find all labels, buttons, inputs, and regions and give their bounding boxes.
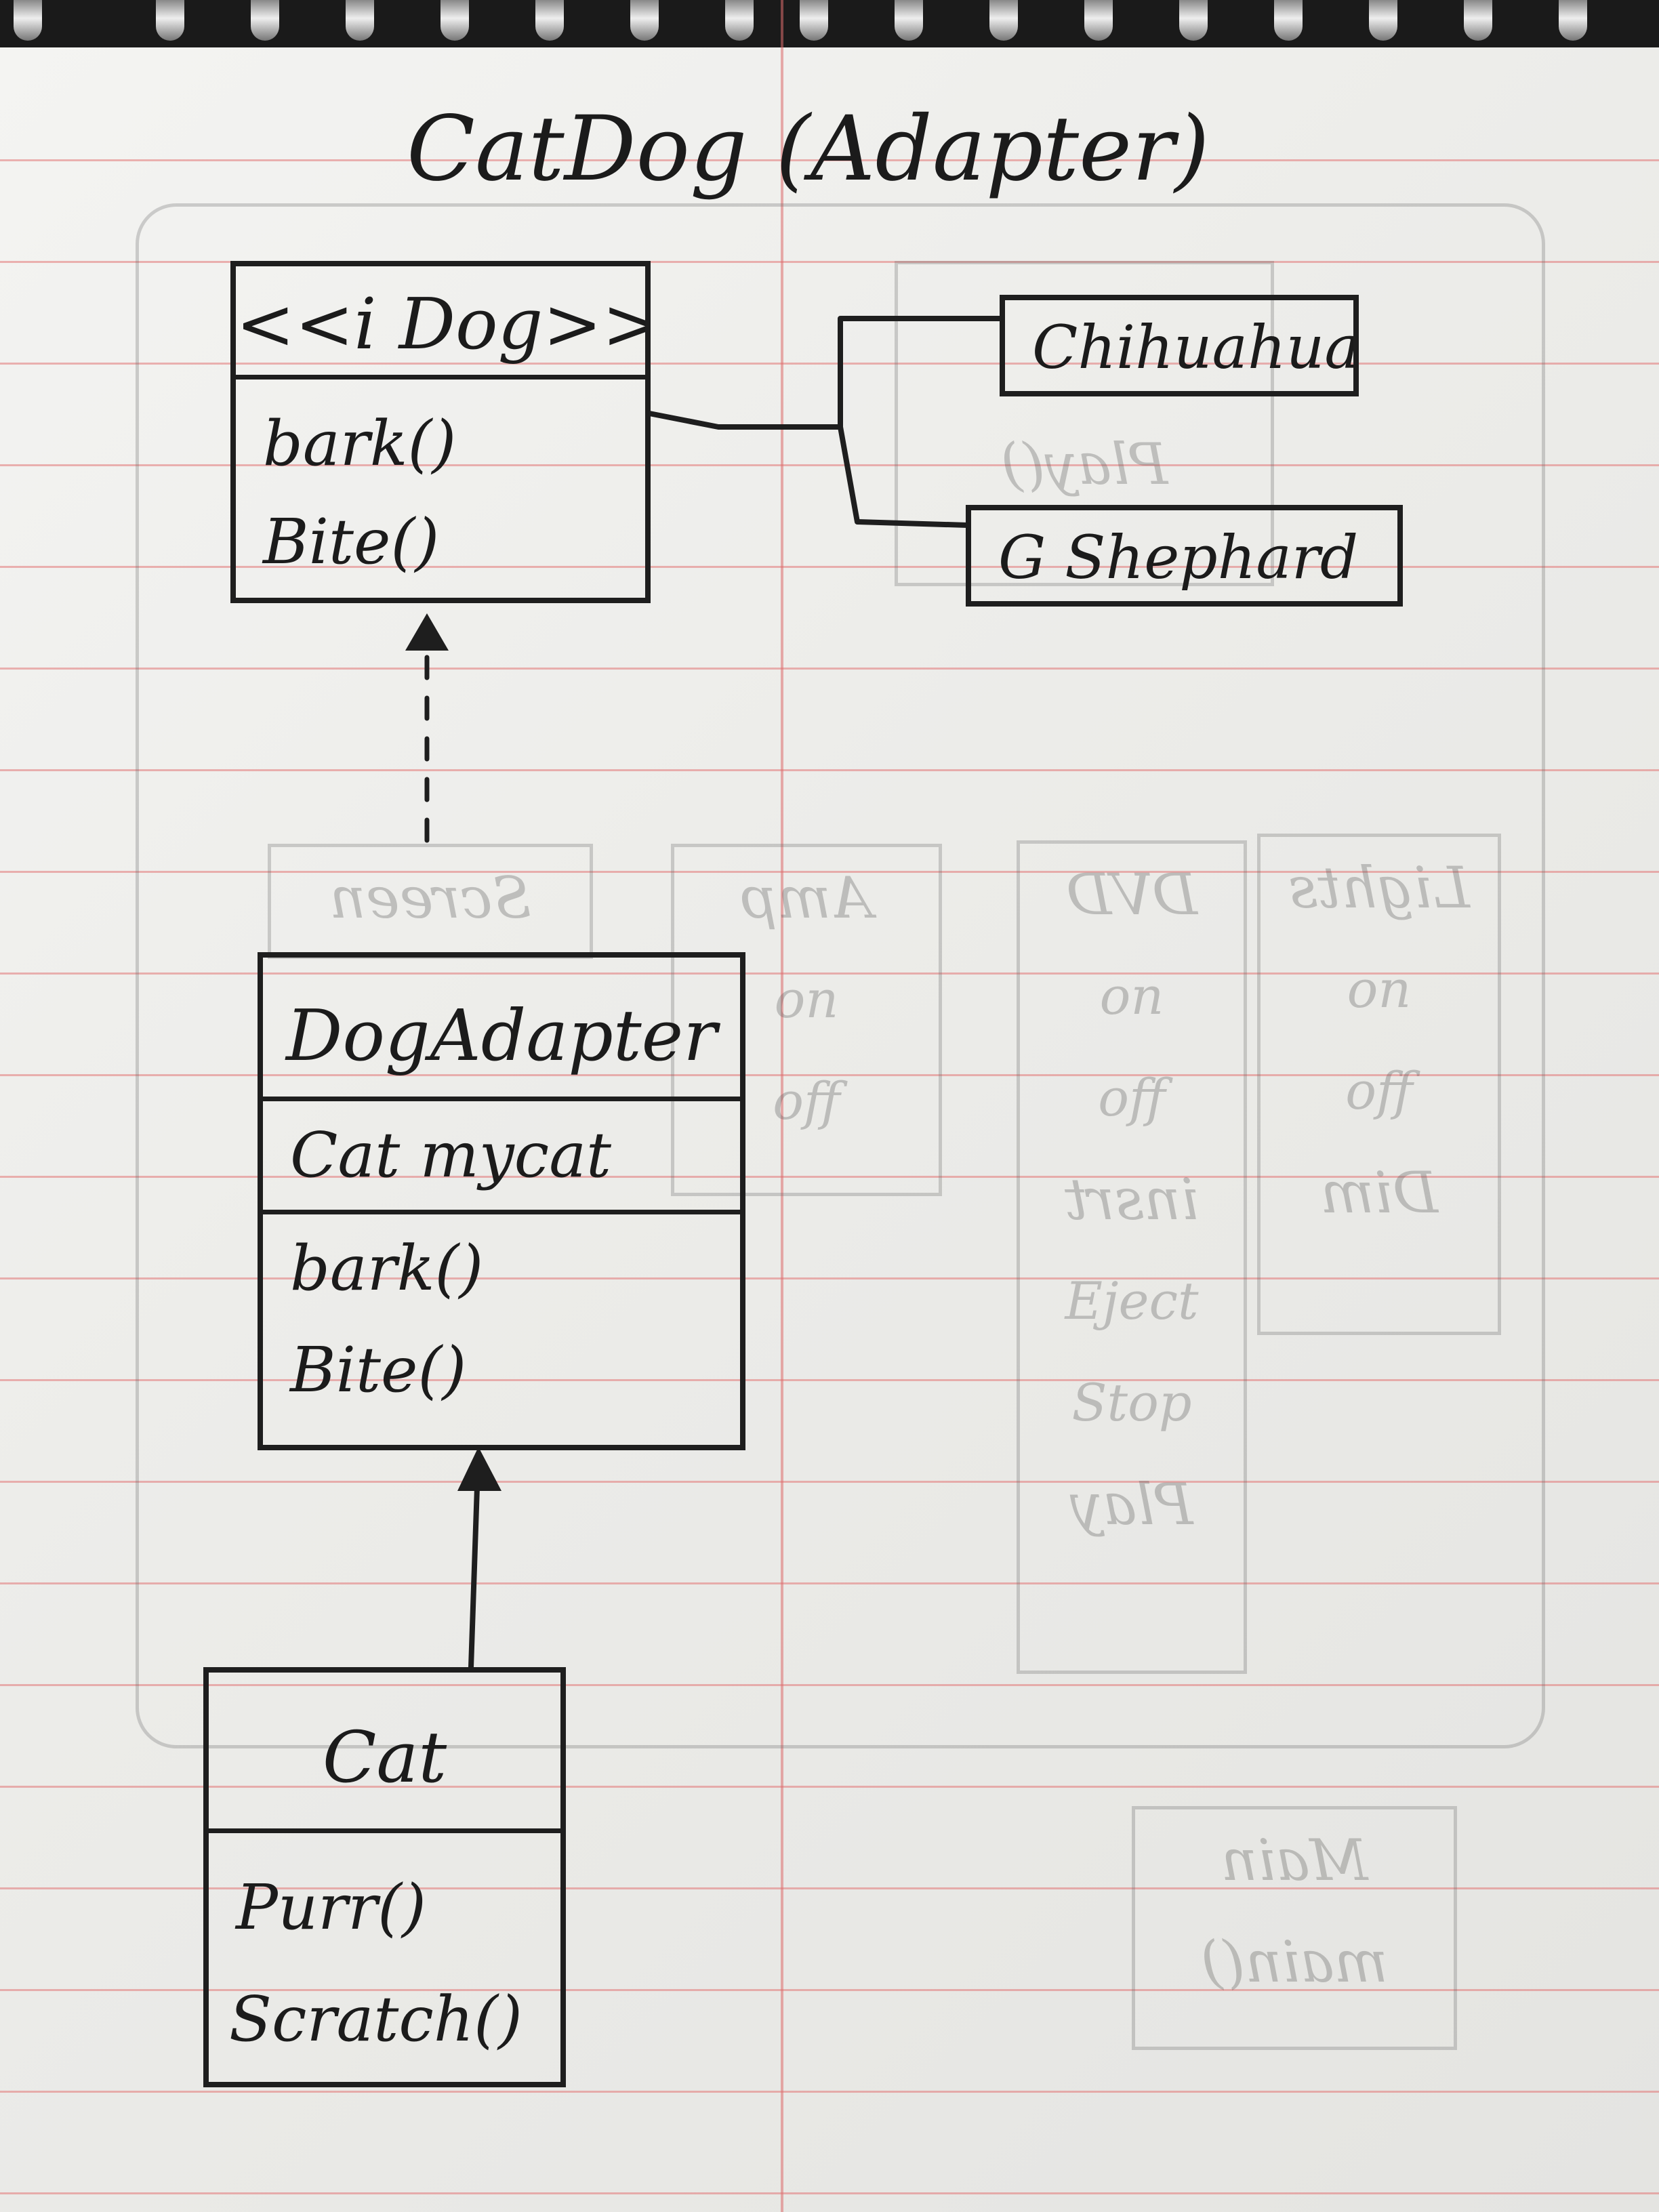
ghost-lights-box: Lights on off Dim [1257,834,1501,1335]
dog-adapter-box: DogAdapter Cat mycat bark() Bite() [258,952,745,1450]
interface-name: <<i Dog>> [236,283,645,365]
gshephard-box: G Shephard [966,505,1403,607]
chihuahua-label: Chihuahua [1032,312,1359,382]
adapter-method-bark: bark() [290,1232,484,1305]
adapter-name: DogAdapter [286,994,717,1077]
ghost-main-box: Main main() [1132,1806,1457,2050]
cat-divider [209,1828,560,1833]
cat-method-purr: Purr() [236,1871,426,1944]
chihuahua-box: Chihuahua [1000,295,1359,396]
interface-divider [236,375,645,380]
interface-method-bark: bark() [263,407,457,480]
adapter-field-mycat: Cat mycat [290,1119,612,1191]
cat-box: Cat Purr() Scratch() [203,1667,566,2087]
cat-name: Cat [322,1716,447,1799]
margin-line [781,0,783,2212]
spiral-binding [0,0,1659,47]
interface-method-bite: Bite() [263,506,440,578]
cat-method-scratch: Scratch() [229,1983,523,2055]
ghost-outer-frame [136,203,1545,1748]
gshephard-label: G Shephard [998,523,1359,592]
adapter-method-bite: Bite() [290,1334,467,1406]
ghost-amp-box: Amp on off [671,844,942,1196]
diagram-title: CatDog (Adapter) [407,97,1210,201]
adapter-divider-1 [263,1097,740,1101]
adapter-divider-2 [263,1210,740,1214]
ghost-dvd-box: DVD on off insrt Eject Stop Play [1017,840,1247,1674]
interface-dog-box: <<i Dog>> bark() Bite() [230,261,651,603]
